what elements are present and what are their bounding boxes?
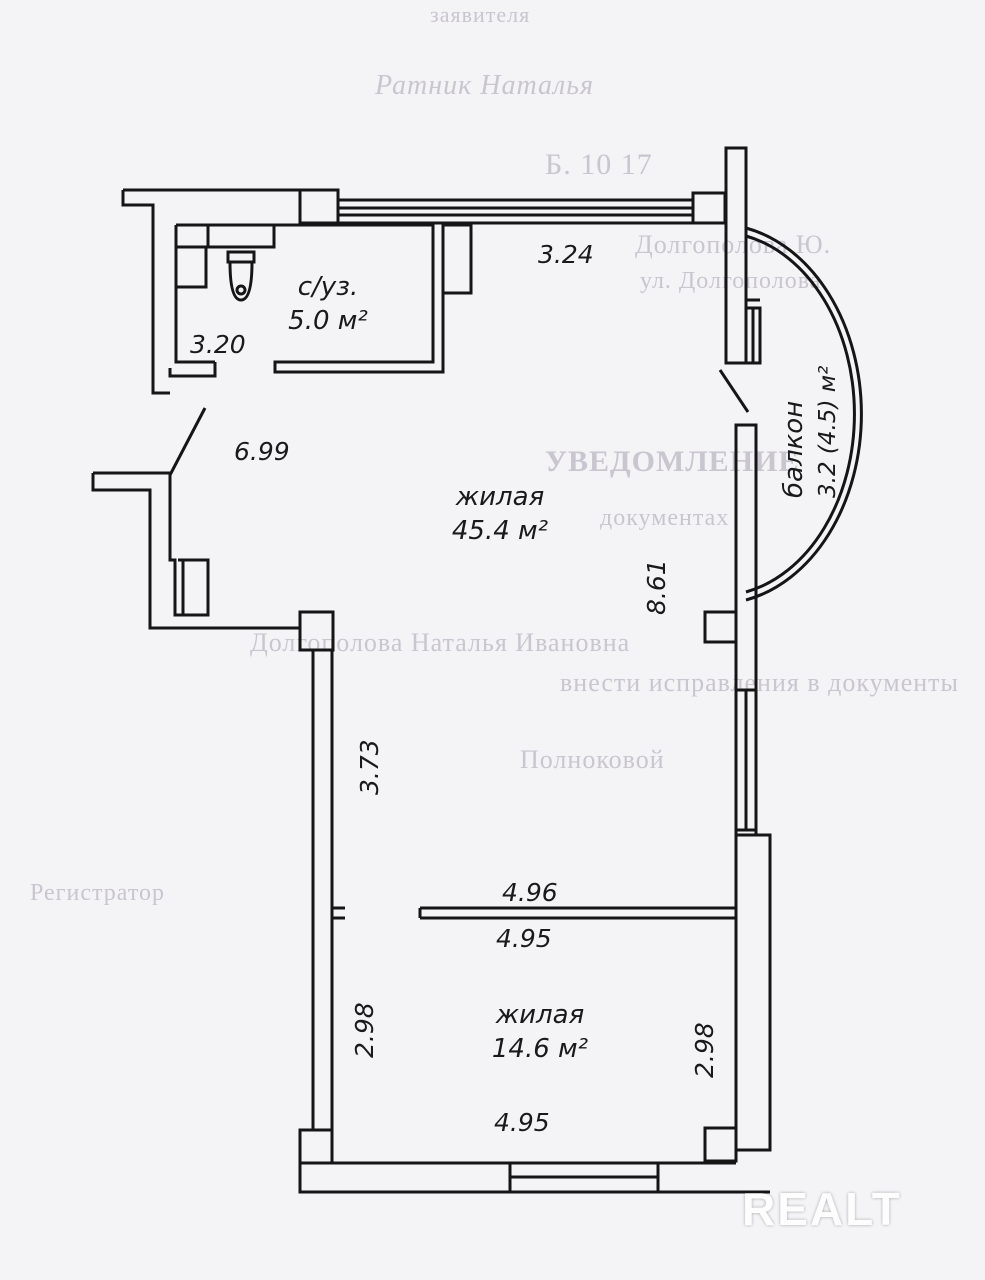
balcony-label: балкон 3.2 (4.5) м²: [777, 358, 845, 498]
column: [691, 191, 727, 225]
dimension-label: 4.96: [502, 878, 558, 907]
dimension-label: 8.61: [642, 559, 671, 615]
room-area: 5.0 м²: [288, 306, 368, 336]
dimension-label: 4.95: [494, 1108, 550, 1137]
wall: [91, 473, 300, 630]
background-text: Долгополова Ю.: [635, 230, 832, 259]
dimension-label: 3.73: [355, 739, 384, 795]
background-text: Регистратор: [30, 880, 166, 906]
bathroom-label: с/уз. 5.0 м²: [268, 270, 388, 338]
room-name: жилая: [455, 482, 545, 512]
living-room-2-label: жилая 14.6 м²: [470, 998, 610, 1066]
realt-logo: REALT: [742, 1183, 902, 1235]
dimension-label: 2.98: [350, 1002, 379, 1058]
background-text: ул. Долгополова: [640, 268, 822, 294]
dimension-label: 3.20: [190, 330, 246, 359]
room-area: 45.4 м²: [451, 516, 549, 546]
wall: [734, 833, 772, 1152]
column: [703, 1126, 738, 1163]
toilet-icon: [226, 250, 256, 264]
background-text: Полноковой: [520, 745, 665, 774]
living-room-1-label: жилая 45.4 м²: [430, 480, 570, 548]
room-name: балкон: [779, 400, 809, 498]
wall: [168, 362, 217, 378]
wall: [93, 471, 210, 617]
wall: [168, 407, 207, 476]
dimension-label: 2.98: [690, 1022, 719, 1078]
dimension-label: 6.99: [234, 437, 290, 466]
background-text: Б. 10 17: [545, 148, 653, 181]
wall-segment: [724, 146, 748, 365]
room-name: жилая: [495, 1000, 585, 1030]
dimension-label: 4.95: [496, 924, 552, 953]
wall-segment: [174, 245, 208, 289]
door: [718, 369, 750, 413]
toilet-icon: [228, 261, 254, 302]
column: [298, 1128, 334, 1165]
background-text: заявителя: [430, 2, 531, 27]
room-area: 14.6 м²: [491, 1034, 589, 1064]
background-text: Ратник Наталья: [375, 70, 594, 101]
column: [298, 188, 340, 225]
wall: [121, 190, 170, 395]
column: [703, 610, 738, 644]
column: [298, 610, 335, 652]
wall-segment: [206, 223, 276, 249]
room-name: с/уз.: [297, 272, 359, 302]
dimension-label: 3.24: [538, 240, 594, 269]
wall-segment: [441, 223, 473, 295]
wall: [176, 223, 445, 374]
background-text: внести исправления в документы: [560, 668, 960, 697]
balcony-arc: [745, 226, 863, 602]
background-text: документах: [600, 505, 730, 531]
room-area: 3.2 (4.5) м²: [815, 365, 841, 498]
